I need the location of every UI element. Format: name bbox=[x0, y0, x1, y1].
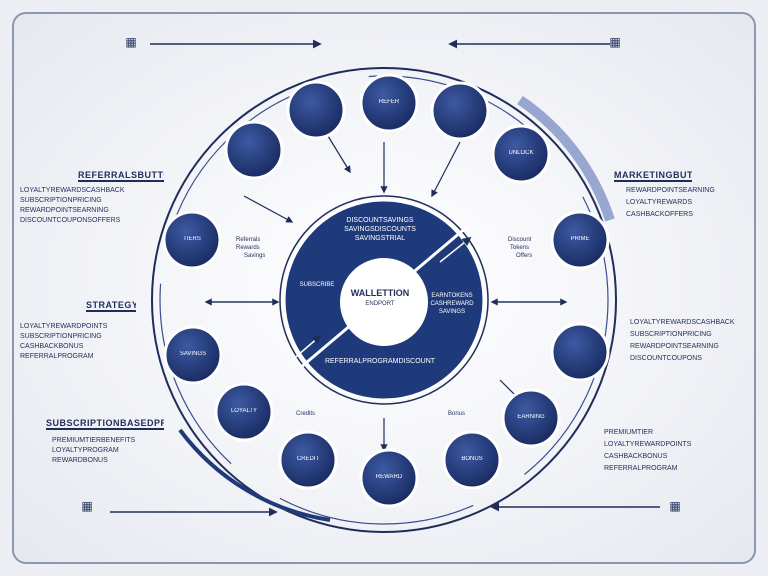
center-left-caption: SUBSCRIBE bbox=[299, 282, 335, 288]
node-10[interactable] bbox=[278, 430, 338, 490]
node-12[interactable] bbox=[163, 325, 223, 385]
node-8[interactable] bbox=[442, 430, 502, 490]
mini-label: Referrals bbox=[236, 237, 261, 243]
right-panel-line: LOYALTYREWARDS bbox=[626, 199, 692, 206]
center-diagonal bbox=[299, 224, 469, 370]
diag-arrow-3 bbox=[243, 195, 294, 223]
document-icon: ▦ bbox=[81, 499, 93, 513]
left-panel-header: STRATEGY bbox=[86, 300, 136, 312]
center-disc-outline bbox=[279, 195, 489, 405]
node-label: BONUS bbox=[461, 456, 483, 462]
left-panel-line: REWARDBONUS bbox=[52, 457, 108, 464]
node-13[interactable] bbox=[162, 210, 222, 270]
node-label: EARNING bbox=[517, 414, 545, 420]
mini-label: Rewards bbox=[236, 245, 260, 251]
right-panel-line: REWARDPOINTSEARNING bbox=[626, 187, 715, 194]
node-3[interactable] bbox=[430, 81, 490, 141]
center-arrow-2 bbox=[439, 236, 472, 263]
right-panel-line: SUBSCRIPTIONPRICING bbox=[630, 331, 712, 338]
center-subtitle: ENDPORT bbox=[365, 301, 395, 307]
left-panel-line: PREMIUMTIERBENEFITS bbox=[52, 437, 136, 444]
right-panel-line: CASHBACKBONUS bbox=[604, 453, 668, 460]
right-panel-line: LOYALTYREWARDPOINTS bbox=[604, 441, 692, 448]
node-label: REWARD bbox=[375, 474, 403, 480]
document-icon: ▦ bbox=[125, 35, 137, 49]
node-label: UNLOCK bbox=[508, 150, 534, 156]
right-panel-line: DISCOUNTCOUPONS bbox=[630, 355, 702, 362]
ring-highlight bbox=[517, 95, 615, 222]
node-6[interactable] bbox=[550, 322, 610, 382]
node-label: REFER bbox=[378, 99, 400, 105]
mini-label: Bonus bbox=[448, 411, 466, 417]
node-label: CREDIT bbox=[296, 456, 320, 462]
node-2[interactable] bbox=[359, 73, 419, 133]
left-panel-line: LOYALTYPROGRAM bbox=[52, 447, 119, 454]
node-ring bbox=[162, 73, 610, 508]
right-panel-line: REWARDPOINTSEARNING bbox=[630, 343, 719, 350]
node-label: SAVINGS bbox=[179, 351, 207, 357]
node-14[interactable] bbox=[224, 120, 284, 180]
ring-highlight-bottom bbox=[178, 428, 331, 522]
mini-label: Discount bbox=[508, 237, 532, 243]
center-right-caption: EARNTOKENS CASHREWARD SAVINGS bbox=[430, 293, 474, 315]
diag-arrow-1 bbox=[327, 135, 351, 174]
left-panel-header: REFERRALSBUTTON bbox=[78, 170, 164, 182]
left-panel-header: SUBSCRIPTIONBASEDPRICING bbox=[46, 418, 164, 430]
left-panel-line: DISCOUNTCOUPONSOFFERS bbox=[20, 217, 121, 224]
node-11[interactable] bbox=[214, 382, 274, 442]
mini-label: Offers bbox=[516, 253, 533, 259]
mini-label: Tokens bbox=[510, 245, 530, 251]
right-panel-line: REFERRALPROGRAM bbox=[604, 465, 678, 472]
node-label: PRIME bbox=[570, 236, 590, 242]
right-panel-line: PREMIUMTIER bbox=[604, 429, 653, 436]
left-panel-line: SUBSCRIPTIONPRICING bbox=[20, 197, 102, 204]
node-label: TIERS bbox=[183, 236, 201, 242]
right-panel-header: MARKETINGBUTTON bbox=[614, 170, 692, 182]
right-panel-line: LOYALTYREWARDSCASHBACK bbox=[630, 319, 735, 326]
left-panel-line: LOYALTYREWARDPOINTS bbox=[20, 323, 108, 330]
center-bottom-caption: REFERRALPROGRAMDISCOUNT bbox=[324, 358, 436, 365]
node-4[interactable] bbox=[491, 124, 551, 184]
node-1[interactable] bbox=[286, 80, 346, 140]
node-7[interactable] bbox=[501, 388, 561, 448]
mini-label: Credits bbox=[296, 411, 316, 417]
left-panel-line: LOYALTYREWARDSCASHBACK bbox=[20, 187, 125, 194]
outer-ring-arc bbox=[151, 67, 617, 533]
document-icon: ▦ bbox=[609, 35, 621, 49]
right-panel-line: CASHBACKOFFERS bbox=[626, 211, 693, 218]
center-arrow-1 bbox=[289, 334, 322, 363]
node-9[interactable] bbox=[359, 448, 419, 508]
left-panel-line: REWARDPOINTSEARNING bbox=[20, 207, 109, 214]
diag-arrow-2 bbox=[431, 141, 461, 198]
left-panel-line: SUBSCRIPTIONPRICING bbox=[20, 333, 102, 340]
document-icon: ▦ bbox=[669, 499, 681, 513]
node-5[interactable] bbox=[550, 210, 610, 270]
node-label: LOYALTY bbox=[230, 408, 258, 414]
left-panel-line: REFERRALPROGRAM bbox=[20, 353, 94, 360]
left-panel-line: CASHBACKBONUS bbox=[20, 343, 84, 350]
center-title: WALLETTION bbox=[350, 288, 410, 298]
mini-label: Savings bbox=[244, 253, 266, 259]
center-top-caption: DISCOUNTSAVINGS SAVINGSDISCOUNTS SAVINGS… bbox=[344, 217, 416, 242]
